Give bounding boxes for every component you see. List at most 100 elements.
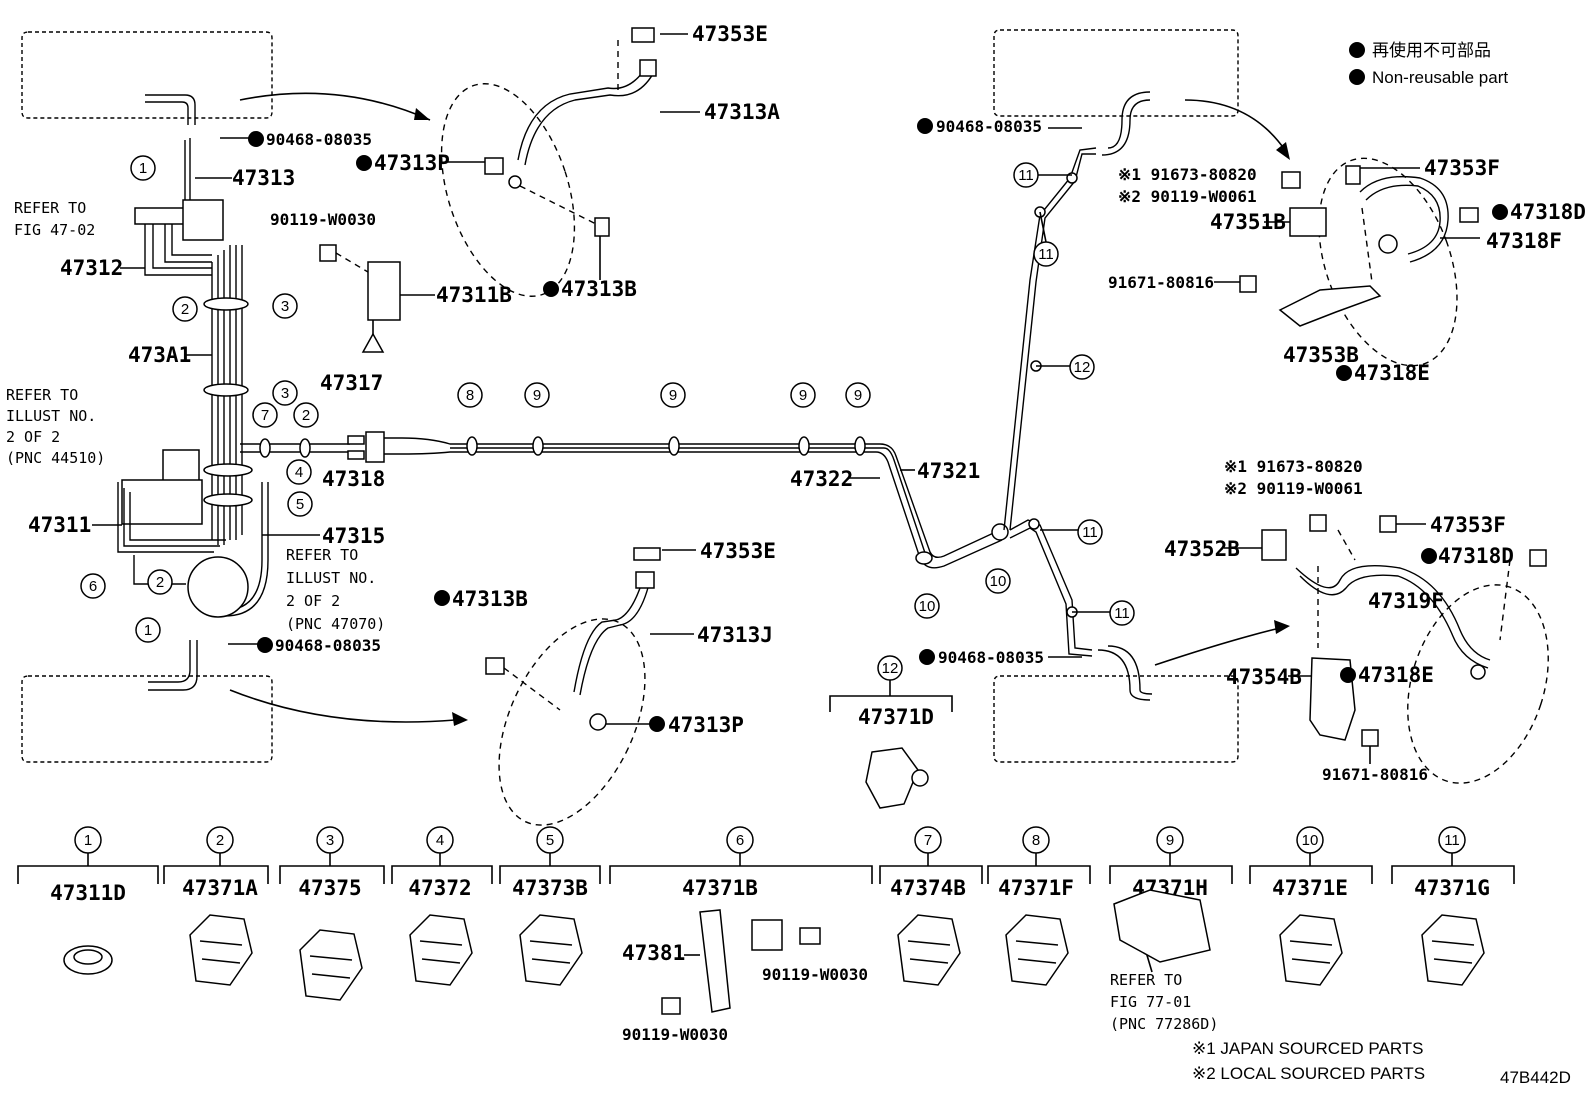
- parts-row-callout-number: 4: [436, 832, 444, 849]
- callout: 3: [272, 380, 298, 406]
- parts-row-callout-number: 10: [1302, 832, 1319, 849]
- label-47315: 47315: [322, 524, 385, 548]
- label-90119-W0030-a: 90119-W0030: [270, 210, 376, 229]
- svg-text:9: 9: [799, 387, 807, 404]
- parts-row-callout: [206, 826, 234, 854]
- callout: 9: [524, 382, 550, 408]
- svg-text:2: 2: [302, 407, 310, 424]
- label-90119-W0061-b: ※2 90119-W0061: [1224, 479, 1363, 498]
- parts-row-callout: [536, 826, 564, 854]
- label-47312: 47312: [60, 256, 123, 280]
- svg-text:12: 12: [1074, 359, 1091, 376]
- part-labels: 47353E 47313A 47313P 47313B 90468-08035 …: [28, 22, 1586, 784]
- label-47319F: 47319F: [1368, 589, 1444, 613]
- svg-text:11: 11: [1038, 246, 1054, 263]
- callout: 11: [1033, 241, 1059, 267]
- label-47313P-bot: 47313P: [668, 713, 744, 737]
- svg-text:4: 4: [295, 464, 303, 481]
- label-47351B: 47351B: [1210, 210, 1286, 234]
- legend-note-2: ※2 LOCAL SOURCED PARTS: [1192, 1064, 1425, 1083]
- legend-note-1: ※1 JAPAN SOURCED PARTS: [1192, 1039, 1424, 1058]
- parts-row-callout: [1296, 826, 1324, 854]
- label-91671-b: 91671-80816: [1322, 765, 1428, 784]
- label-90468-b: 90468-08035: [275, 636, 381, 655]
- arrows: [229, 92, 1290, 726]
- parts-row-callout-number: 3: [326, 832, 334, 849]
- ref-7701-line2: FIG 77-01: [1110, 993, 1191, 1011]
- svg-text:1: 1: [144, 622, 152, 639]
- label-47321: 47321: [917, 459, 980, 483]
- detail-hardware: [319, 27, 1547, 747]
- subpart-6-extras: 47381 90119-W0030 90119-W0030: [622, 909, 868, 1044]
- parts-row-callout: [1022, 826, 1050, 854]
- label-47353F-bot: 47353F: [1430, 513, 1506, 537]
- ref-44510-line4: (PNC 44510): [6, 449, 105, 467]
- ref-47070-line1: REFER TO: [286, 546, 358, 564]
- ref-fig4702-line2: FIG 47-02: [14, 221, 95, 239]
- rear-left-area-box: [21, 675, 273, 763]
- subpart-12: 47371D: [829, 680, 953, 809]
- callout: 10: [985, 568, 1011, 594]
- label-47313B-top: 47313B: [561, 277, 637, 301]
- svg-text:5: 5: [296, 496, 304, 513]
- label-47322: 47322: [790, 467, 853, 491]
- parts-row-part-number: 47371F: [998, 876, 1074, 900]
- label-91671-a: 91671-80816: [1108, 273, 1214, 292]
- svg-text:10: 10: [919, 598, 936, 615]
- label-91673-a: ※1 91673-80820: [1118, 165, 1257, 184]
- label-90119-W0030-c: 90119-W0030: [622, 1025, 728, 1044]
- front-right-area-box: [993, 29, 1239, 117]
- callout: 9: [845, 382, 871, 408]
- parts-row-callout: [1156, 826, 1184, 854]
- parts-row-callout-number: 1: [84, 832, 92, 849]
- parts-row-callout-number: 5: [546, 832, 554, 849]
- parts-row-callout: [1438, 826, 1466, 854]
- parts-row-part-number: 47375: [298, 876, 361, 900]
- callout: 12: [1069, 354, 1095, 380]
- svg-text:2: 2: [181, 301, 189, 318]
- callout: 10: [914, 593, 940, 619]
- svg-text:9: 9: [669, 387, 677, 404]
- parts-row-part-number: 47373B: [512, 876, 588, 900]
- parts-row-item-8: 8 47371F: [987, 826, 1091, 986]
- label-47352B: 47352B: [1164, 537, 1240, 561]
- callout: 1: [130, 155, 156, 181]
- ref-47070-line4: (PNC 47070): [286, 615, 385, 633]
- svg-text:10: 10: [990, 573, 1007, 590]
- label-47318: 47318: [322, 467, 385, 491]
- label-47318D-bot: 47318D: [1438, 544, 1514, 568]
- label-47313J: 47313J: [697, 623, 773, 647]
- label-47318D-top: 47318D: [1510, 200, 1586, 224]
- label-47353E-bot: 47353E: [700, 539, 776, 563]
- callout: 7: [252, 402, 278, 428]
- parts-row-callout: [426, 826, 454, 854]
- clamp-sketch: [1113, 889, 1211, 963]
- label-47318E-top: 47318E: [1354, 361, 1430, 385]
- svg-text:12: 12: [882, 660, 899, 677]
- clamp-sketch: [519, 914, 583, 986]
- callout: 2: [293, 402, 319, 428]
- clamp-sketch: [1421, 914, 1485, 986]
- label-47381: 47381: [622, 941, 685, 965]
- non-reusable-markers: [248, 42, 1508, 732]
- callout: 2: [172, 296, 198, 322]
- clamp-sketch: [189, 914, 253, 986]
- rear-left-detail-ellipse: [498, 618, 646, 826]
- label-47318E-bot: 47318E: [1358, 663, 1434, 687]
- svg-text:1: 1: [139, 160, 147, 177]
- label-47318F: 47318F: [1486, 229, 1562, 253]
- parts-row-part-number: 47372: [408, 876, 471, 900]
- label-47317: 47317: [320, 371, 383, 395]
- label-47353E-top: 47353E: [692, 22, 768, 46]
- rear-right-detail-ellipse: [1407, 584, 1549, 784]
- ref-7701-line3: (PNC 77286D): [1110, 1015, 1218, 1033]
- leader-lines: [92, 33, 1480, 764]
- parts-row-callout-number: 8: [1032, 832, 1040, 849]
- ref-44510-line3: 2 OF 2: [6, 428, 60, 446]
